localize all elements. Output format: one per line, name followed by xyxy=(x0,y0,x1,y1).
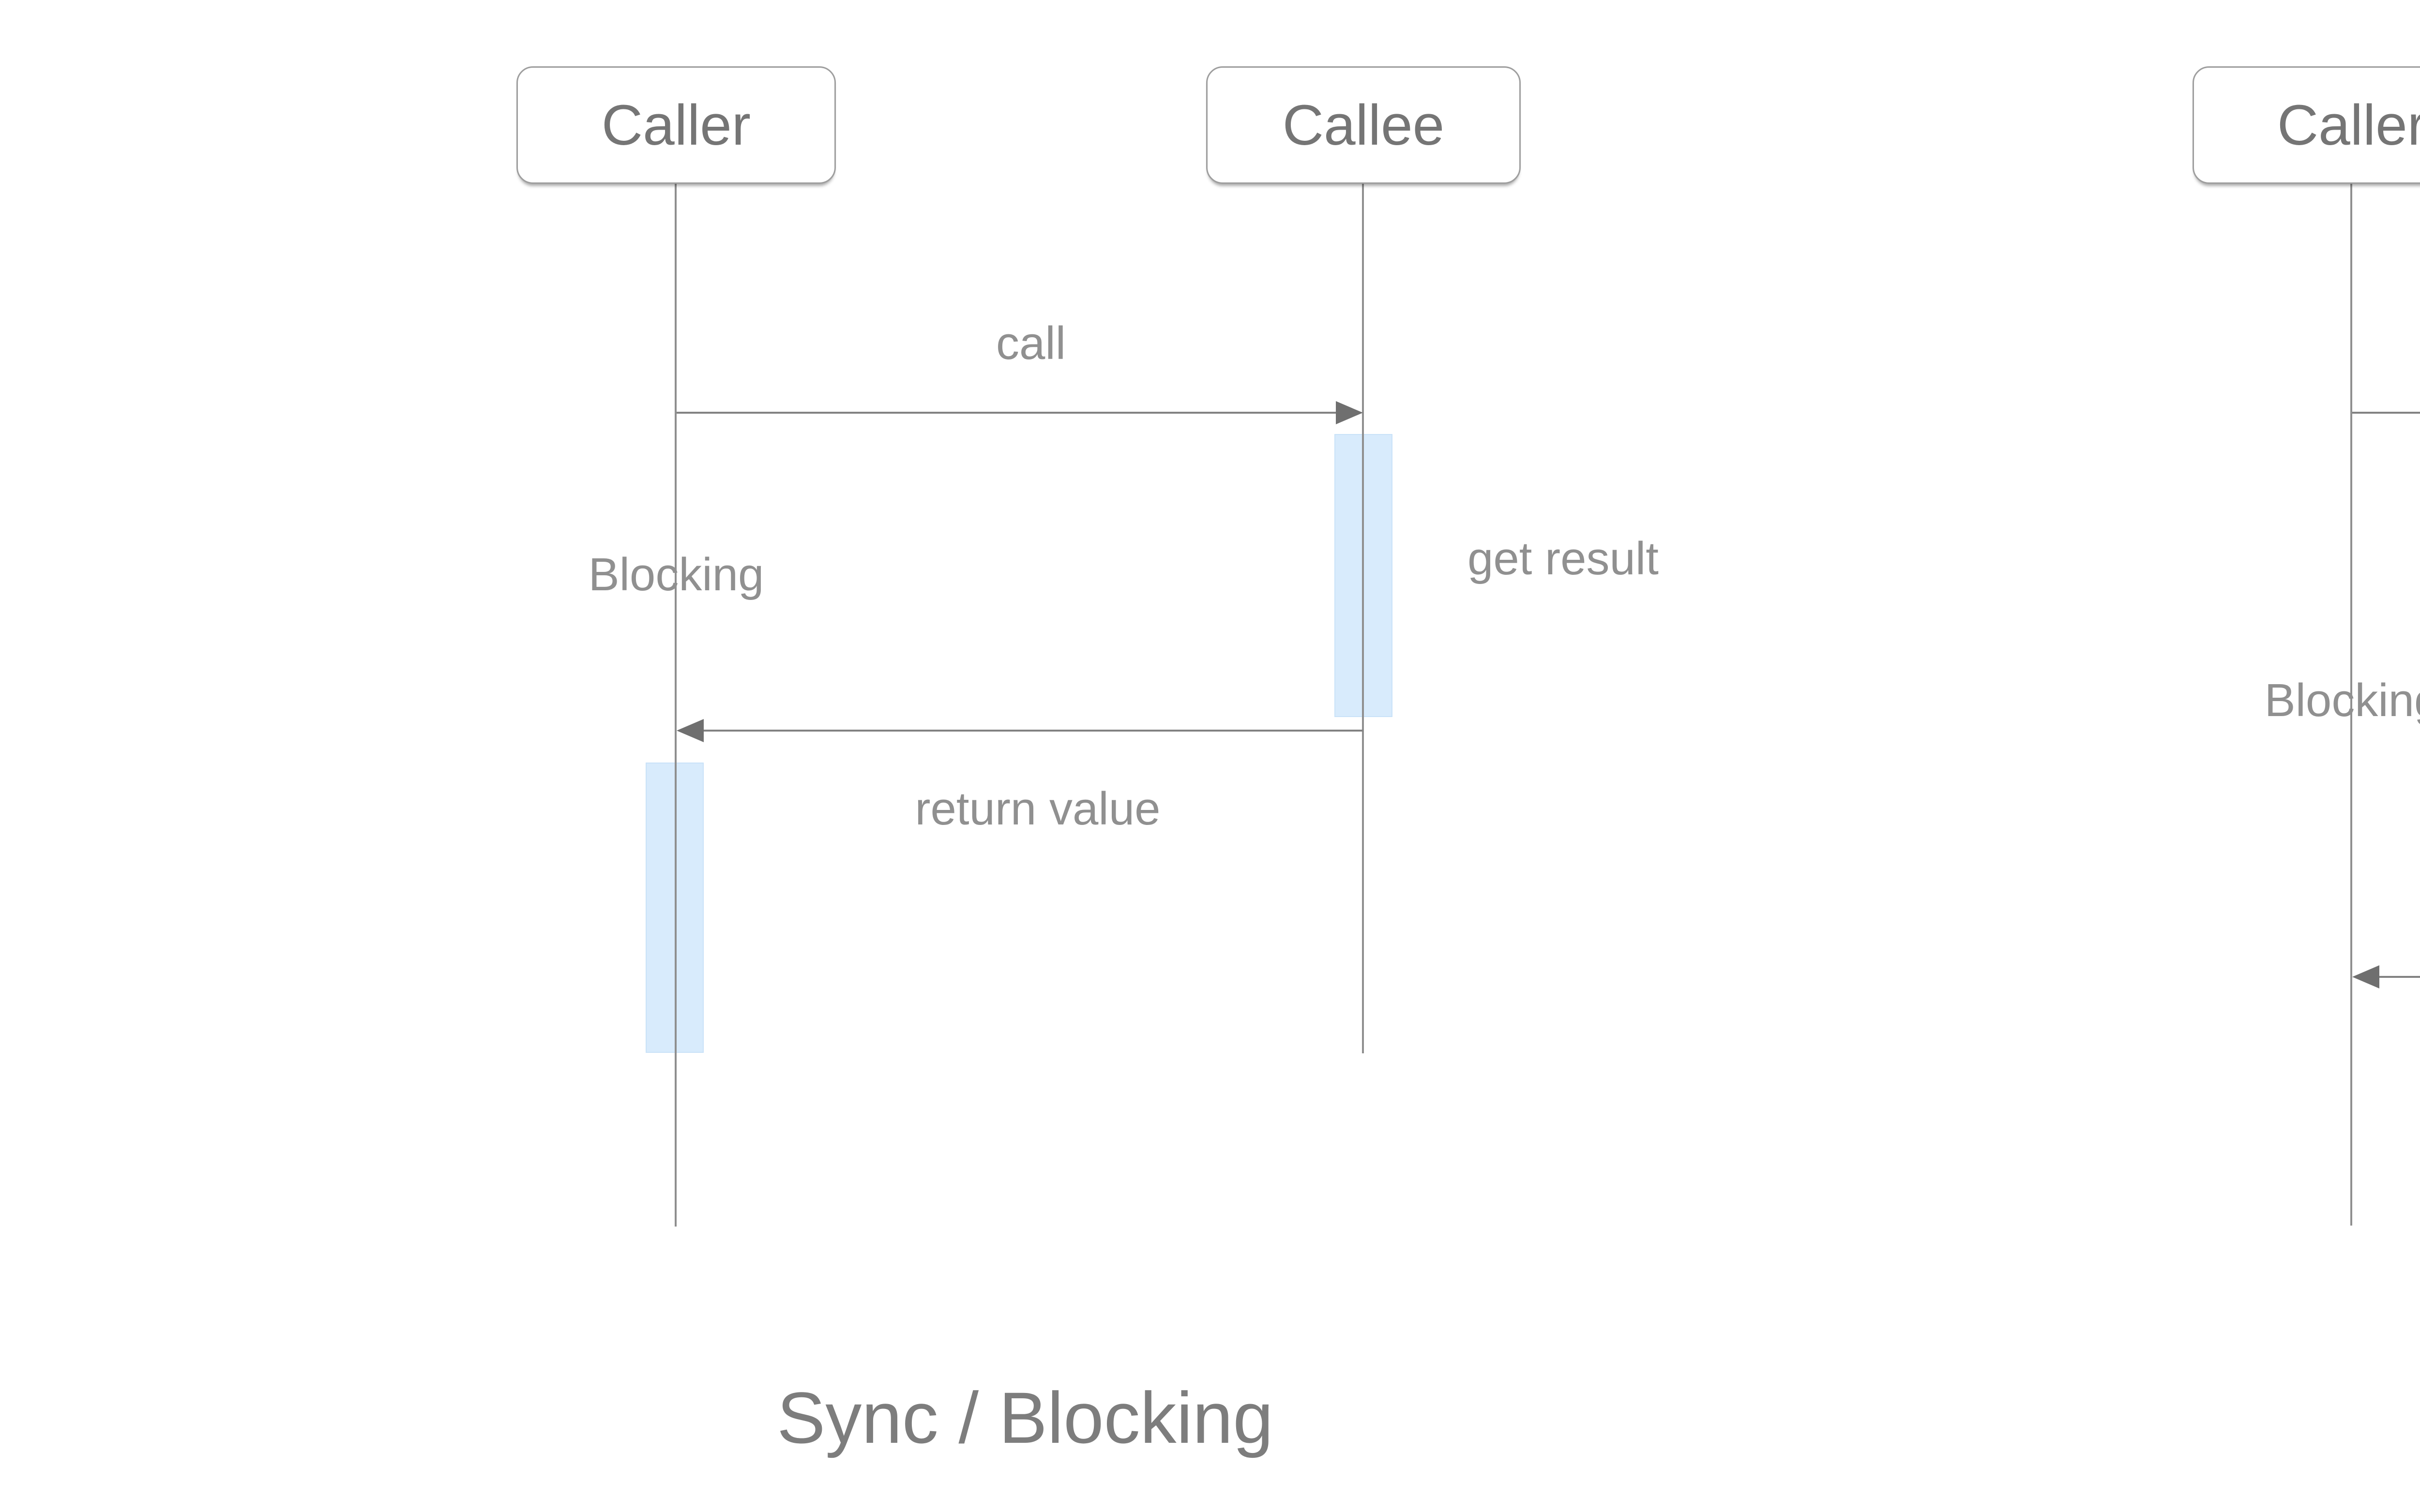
async-caller-actor-box: Caller xyxy=(2193,66,2420,184)
sync-diagram-title: Sync / Blocking xyxy=(777,1377,1273,1458)
sync-return-arrowhead-icon xyxy=(677,719,704,742)
async-return-arrow-line xyxy=(2379,976,2420,978)
sync-return-arrow-line xyxy=(704,730,1363,732)
sync-caller-actor-label: Caller xyxy=(601,93,751,157)
sync-callee-lifeline xyxy=(1362,184,1364,1053)
sync-caller-lifeline xyxy=(675,184,677,1227)
sync-return-value-label: return value xyxy=(915,783,1161,835)
async-caller-lifeline xyxy=(2350,184,2352,1226)
async-blocking-label: Blocking xyxy=(2264,674,2420,726)
async-return-arrowhead-icon xyxy=(2352,965,2379,988)
sync-get-result-label: get result xyxy=(1467,533,1659,584)
sync-caller-actor-box: Caller xyxy=(516,66,836,184)
sync-call-arrowhead-icon xyxy=(1336,401,1363,424)
async-call-arrow-line xyxy=(2352,412,2420,414)
sync-callee-actor-label: Callee xyxy=(1282,93,1445,157)
sync-callee-actor-box: Callee xyxy=(1206,66,1521,184)
sync-call-label: call xyxy=(996,317,1066,369)
sync-call-arrow-line xyxy=(677,412,1337,414)
sync-blocking-label: Blocking xyxy=(588,549,764,600)
async-caller-actor-label: Caller xyxy=(2277,93,2420,157)
